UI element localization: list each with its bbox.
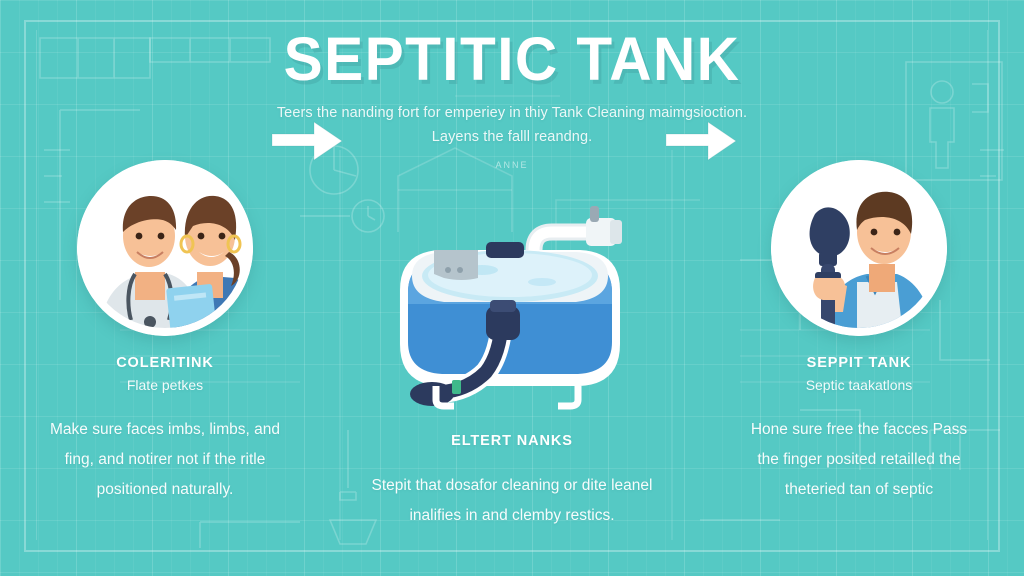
tank-small-label: ANNE	[495, 160, 529, 170]
step-subheading-right: Septic taakatlons	[805, 377, 913, 393]
steps-container: COLERITINK Flate petkes Make sure faces …	[40, 160, 984, 550]
arrow-right-icon-2	[662, 118, 740, 164]
couple-technicians-photo	[77, 160, 253, 336]
arrow-right-icon-1	[268, 118, 346, 164]
step-heading-left: COLERITINK	[116, 355, 214, 371]
step-body-left: Make sure faces imbs, limbs, and fing, a…	[49, 421, 280, 499]
step-column-right: SEPPIT TANK Septic taakatlons Hone sure …	[734, 160, 984, 506]
step-heading-right: SEPPIT TANK	[806, 355, 912, 371]
step-column-left: COLERITINK Flate petkes Make sure faces …	[40, 160, 290, 506]
septic-tank-illustration	[382, 172, 642, 417]
step-body-center: Stepit that dosafor cleaning or dite lea…	[371, 477, 653, 525]
step-column-center: ANNE	[357, 160, 667, 531]
step-subheading-left: Flate petkes	[126, 377, 204, 393]
worker-with-plunger-photo	[771, 160, 947, 336]
page-subtitle: Teers the nanding fort for emperiey in t…	[0, 102, 1024, 149]
subtitle-line-2: Layens the falll reandng.	[431, 128, 593, 145]
step-body-right: Hone sure free the facces Pass the finge…	[750, 421, 968, 499]
step-heading-center: ELTERT NANKS	[451, 433, 573, 449]
poster-header: SEPTITIC TANK Teers the nanding fort for…	[0, 28, 1024, 149]
subtitle-line-1: Teers the nanding fort for emperiey in t…	[276, 105, 748, 122]
page-title: SEPTITIC TANK	[283, 25, 741, 93]
